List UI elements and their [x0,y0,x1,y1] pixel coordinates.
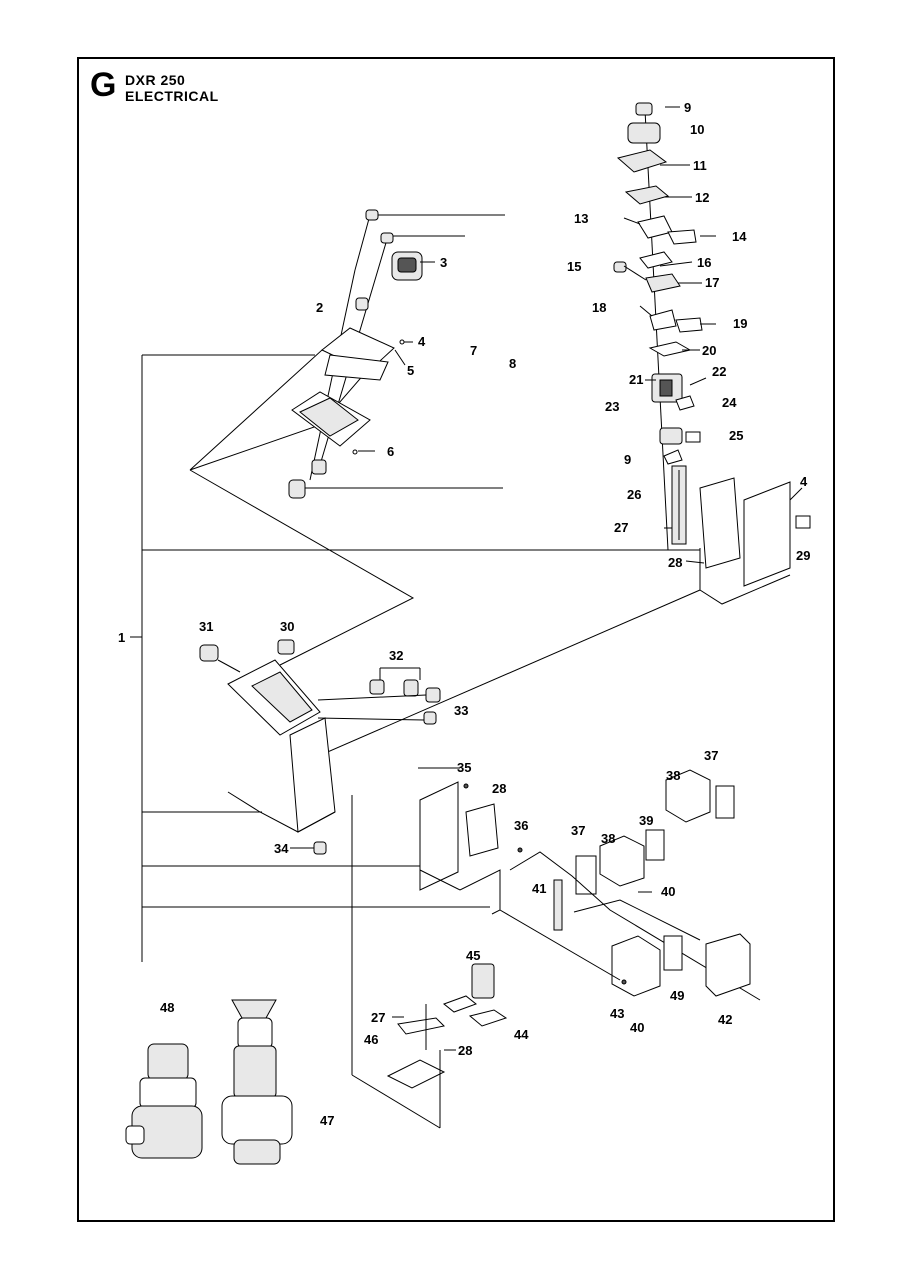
callout-37: 37 [571,823,585,838]
lower-assembly [386,963,508,1128]
callout-42: 42 [718,1012,732,1027]
callout-13: 13 [574,211,588,226]
plug-socket [125,999,293,1165]
callout-4: 4 [418,334,426,349]
callout-32: 32 [389,648,403,663]
callout-1: 1 [118,630,125,645]
callout-41: 41 [532,881,546,896]
callout-5: 5 [407,363,414,378]
callout-15: 15 [567,259,581,274]
callout-45: 45 [466,948,480,963]
callout-33: 33 [454,703,468,718]
callout-47: 47 [320,1113,334,1128]
callout-26: 26 [627,487,641,502]
callout-24: 24 [722,395,737,410]
callout-21: 21 [629,372,643,387]
callout-39: 39 [639,813,653,828]
section-letter: G [90,66,117,104]
middle-assembly [199,589,701,855]
callout-38: 38 [601,831,615,846]
callout-43: 43 [610,1006,624,1021]
callout-6: 6 [387,444,394,459]
callout-16: 16 [697,255,711,270]
callout-2: 2 [316,300,323,315]
callout-37b: 37 [704,748,718,763]
callout-9b: 9 [624,452,631,467]
callout-19: 19 [733,316,747,331]
callout-40b: 40 [630,1020,644,1035]
callout-36: 36 [514,818,528,833]
callout-34: 34 [274,841,289,856]
callout-7: 7 [470,343,477,358]
diagram-frame [77,57,835,1222]
callout-8: 8 [509,356,516,371]
callout-11: 11 [693,158,707,173]
callout-38b: 38 [666,768,680,783]
callout-27: 27 [614,520,628,535]
callout-17: 17 [705,275,719,290]
upper-left-assembly [189,209,505,666]
callout-9: 9 [684,100,691,115]
model-name: DXR 250 [125,72,186,88]
callout-25: 25 [729,428,743,443]
callout-4b: 4 [800,474,808,489]
callout-27b: 27 [371,1010,385,1025]
callout-40: 40 [661,884,675,899]
callout-49: 49 [670,988,684,1003]
callout-28c: 28 [458,1043,472,1058]
upper-right-column [613,102,811,605]
callout-23: 23 [605,399,619,414]
callout-30: 30 [280,619,294,634]
callout-35: 35 [457,760,471,775]
callout-bracket-1 [130,354,700,962]
callout-22: 22 [712,364,726,379]
callout-10: 10 [690,122,704,137]
callout-20: 20 [702,343,716,358]
callout-31: 31 [199,619,213,634]
callout-3: 3 [440,255,447,270]
callout-29: 29 [796,548,810,563]
callout-44: 44 [514,1027,529,1042]
callout-28: 28 [668,555,682,570]
callout-46: 46 [364,1032,378,1047]
control-box-assembly [351,769,761,1129]
callout-48: 48 [160,1000,174,1015]
callout-12: 12 [695,190,709,205]
section-title: ELECTRICAL [125,88,219,104]
callout-14: 14 [732,229,747,244]
callout-labels: 1 2 3 4 4 5 6 7 8 9 9 10 11 12 13 14 15 … [118,100,810,1128]
callout-18: 18 [592,300,606,315]
callout-28b: 28 [492,781,506,796]
